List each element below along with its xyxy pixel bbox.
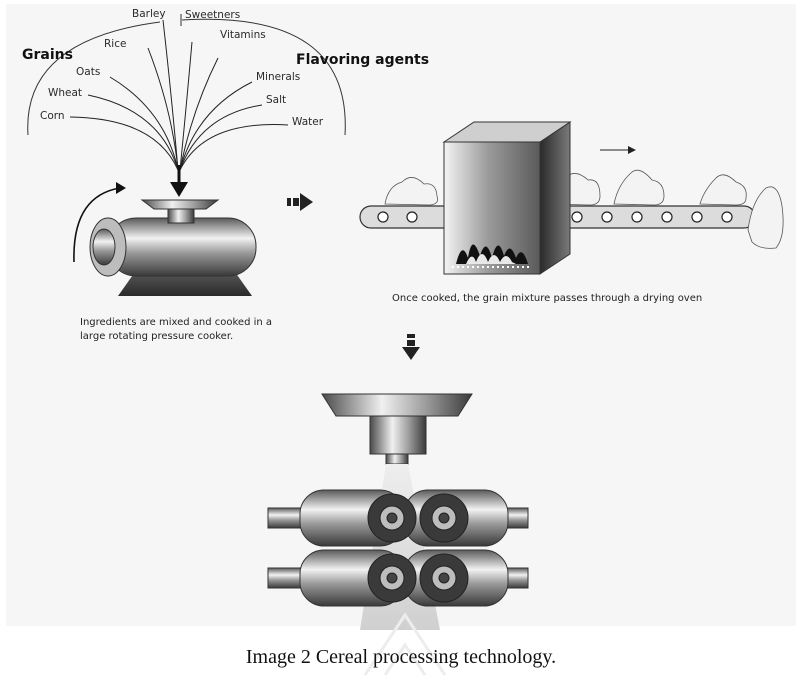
down-arrow-icon (402, 334, 420, 360)
pressure-cooker (89, 199, 257, 296)
cooker-hopper (140, 199, 220, 210)
cooker-caption-line: Ingredients are mixed and cooked in a (80, 317, 273, 328)
cooker-caption-line: large rotating pressure cooker. (80, 331, 234, 342)
flavoring-bracket (181, 18, 346, 136)
grain-label: Wheat (48, 87, 83, 99)
flavoring-heading: Flavoring agents (296, 52, 430, 68)
roller-hopper (321, 393, 473, 465)
grain-label: Barley (132, 8, 166, 20)
flavoring-label: Sweetners (185, 9, 241, 21)
drying-oven (442, 121, 572, 275)
cereal-process-diagram (27, 14, 784, 630)
flavoring-label: Vitamins (220, 29, 266, 41)
ingredient-lines (69, 19, 289, 171)
cooker-drum (107, 217, 257, 277)
watermark-logo (363, 612, 447, 676)
flavoring-label: Minerals (256, 71, 301, 83)
grain-label: Oats (76, 66, 101, 78)
grains-bracket (27, 21, 161, 136)
diagram-panel: Grains Flavoring agents Barley Rice Oats… (22, 8, 784, 630)
flaking-rollers (267, 489, 529, 607)
flavoring-label: Salt (266, 94, 287, 106)
oven-caption: Once cooked, the grain mixture passes th… (392, 293, 703, 304)
down-arrow-icon (170, 182, 188, 197)
motion-arrow-icon (628, 146, 636, 154)
cooker-caption: Ingredients are mixed and cooked in a la… (80, 316, 320, 344)
grain-label: Rice (104, 38, 127, 50)
rotation-arrow-icon (73, 187, 121, 263)
flame-icon (456, 244, 528, 264)
right-arrow-icon (287, 193, 313, 211)
grains-heading: Grains (22, 47, 73, 63)
figure-caption: Image 2 Cereal processing technology. (245, 646, 557, 668)
flavoring-label: Water (292, 116, 324, 128)
grain-label: Corn (40, 110, 65, 122)
